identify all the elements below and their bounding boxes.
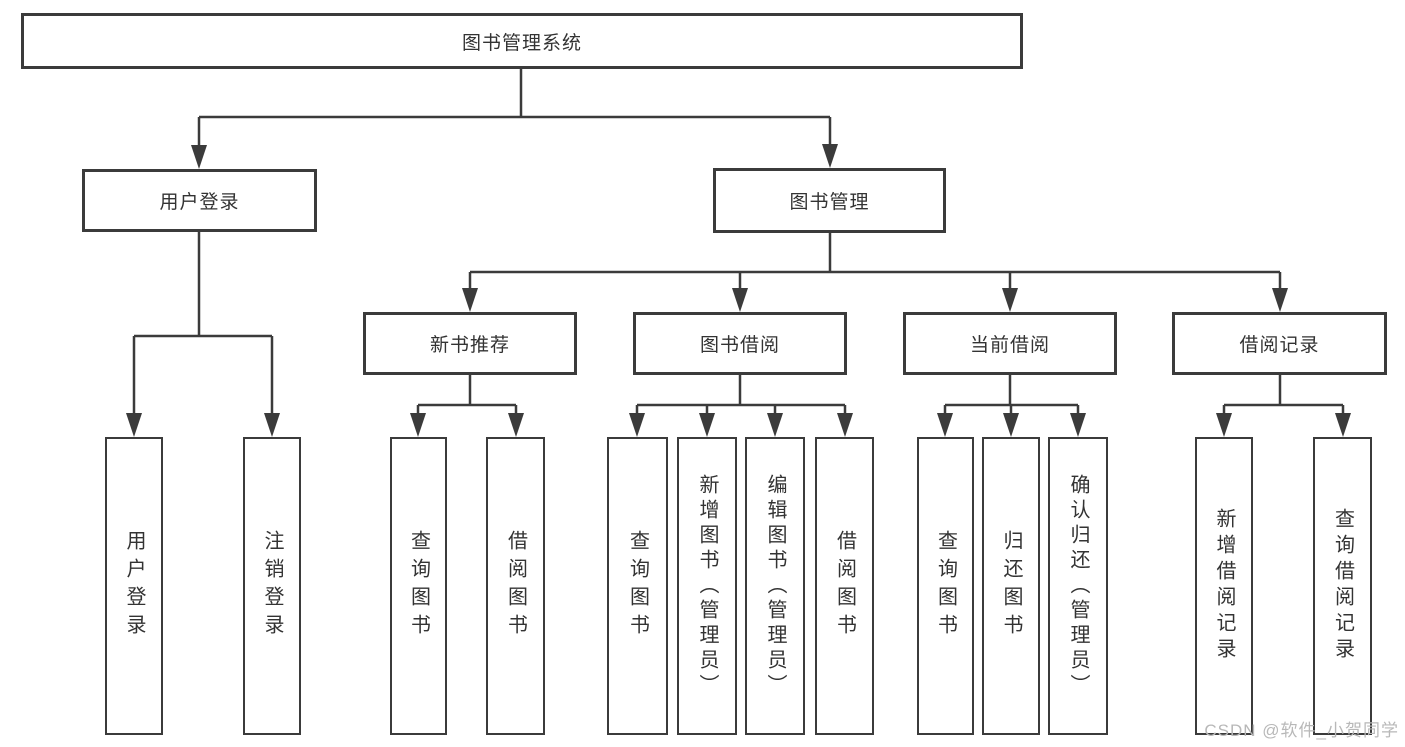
csdn-watermark: CSDN @软件_小贺同学 <box>1204 721 1399 740</box>
leaf-add-borrow-record: 新增借阅记录 <box>1195 437 1253 735</box>
leaf-edit-books-admin: 编辑图书（管理员） <box>745 437 805 735</box>
leaf-query-books-borrow: 查询图书 <box>607 437 668 735</box>
node-current-borrow: 当前借阅 <box>903 312 1117 375</box>
leaf-query-borrow-record: 查询借阅记录 <box>1313 437 1372 735</box>
leaf-add-books-admin: 新增图书（管理员） <box>677 437 737 735</box>
node-book-management: 图书管理 <box>713 168 946 233</box>
leaf-borrow-books-recommend: 借阅图书 <box>486 437 545 735</box>
node-borrow-records: 借阅记录 <box>1172 312 1387 375</box>
arrowheads <box>126 144 1351 437</box>
node-new-book-recommend: 新书推荐 <box>363 312 577 375</box>
node-user-login: 用户登录 <box>82 169 317 232</box>
leaf-return-books: 归还图书 <box>982 437 1040 735</box>
leaf-borrow-books-borrow: 借阅图书 <box>815 437 874 735</box>
leaf-confirm-return-admin: 确认归还（管理员） <box>1048 437 1108 735</box>
node-book-borrow: 图书借阅 <box>633 312 847 375</box>
leaf-user-login: 用户登录 <box>105 437 163 735</box>
leaf-logout: 注销登录 <box>243 437 301 735</box>
leaf-query-books-recommend: 查询图书 <box>390 437 447 735</box>
leaf-query-books-current: 查询图书 <box>917 437 974 735</box>
node-root-system: 图书管理系统 <box>21 13 1023 69</box>
